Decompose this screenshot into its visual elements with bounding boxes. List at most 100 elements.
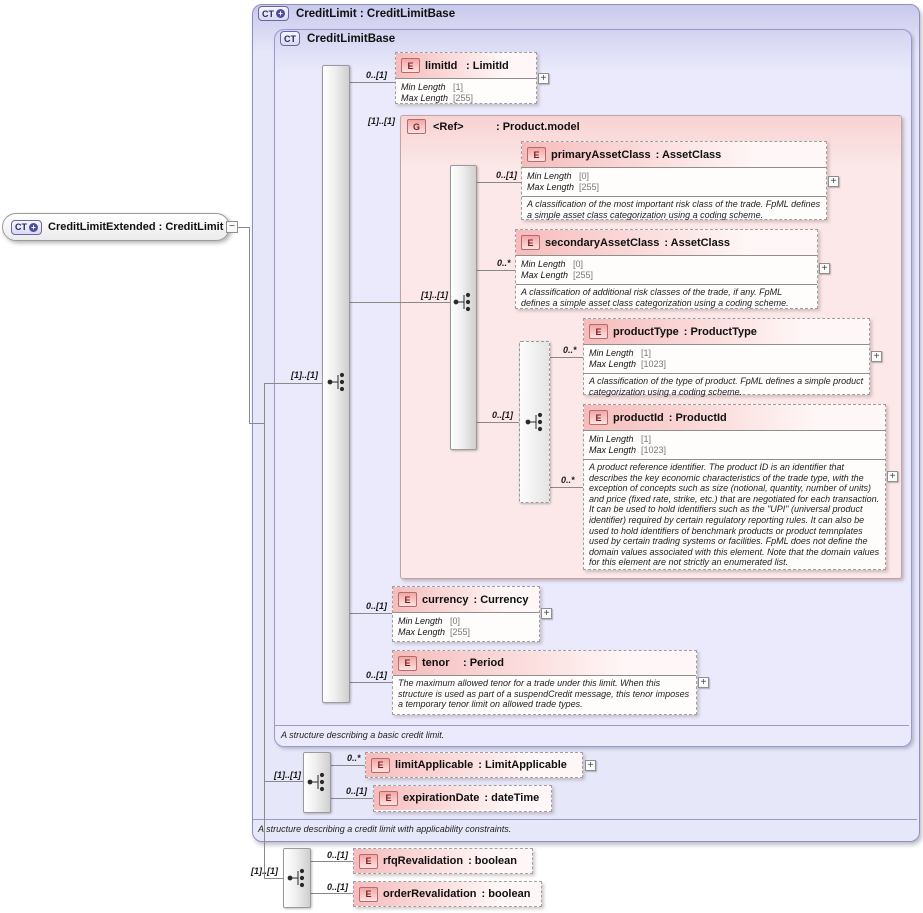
root-element-pill-creditlimitextended[interactable]: CT + CreditLimitExtended : CreditLimit <box>2 213 230 241</box>
element-header: E rfqRevalidation : boolean <box>354 849 532 873</box>
element-box-currency[interactable]: E currency : Currency Min Length[0] Max … <box>392 586 540 642</box>
connector-line <box>310 861 353 862</box>
element-box-producttype[interactable]: E productType : ProductType Min Length[1… <box>583 318 870 397</box>
element-header: E primaryAssetClass : AssetClass <box>522 142 826 167</box>
expand-icon-limitapplicable[interactable]: + <box>585 760 596 771</box>
sequence-icon <box>305 770 329 794</box>
collapse-icon[interactable]: − <box>226 221 238 233</box>
expand-icon-secondaryassetclass[interactable]: + <box>819 263 830 274</box>
element-header: E orderRevalidation : boolean <box>354 882 541 906</box>
cardinality-label: 0..[1] <box>327 882 349 892</box>
element-type: : dateTime <box>484 792 540 804</box>
facets: Min Length[0] Max Length[255] <box>522 167 826 196</box>
facet-label: Max Length <box>589 359 637 369</box>
element-header: E productId : ProductId <box>584 405 885 430</box>
cardinality-label: 0..[1] <box>496 170 518 180</box>
expand-icon-limitid[interactable]: + <box>538 73 549 84</box>
connector-line <box>249 227 250 424</box>
element-name: secondaryAssetClass <box>545 236 660 249</box>
element-box-primaryassetclass[interactable]: E primaryAssetClass : AssetClass Min Len… <box>521 141 827 220</box>
element-box-limitid[interactable]: E limitId : LimitId Min Length[1] Max Le… <box>395 52 537 104</box>
cardinality-label: [1]..[1] <box>368 116 395 126</box>
connector-line <box>350 82 395 83</box>
element-type: : ProductType <box>683 325 757 338</box>
outer-box-title: CreditLimit : CreditLimitBase <box>296 7 456 20</box>
element-icon: E <box>359 853 378 869</box>
facet-value: [0] <box>573 259 584 269</box>
connector-line <box>476 422 519 423</box>
element-header: E productType : ProductType <box>584 319 869 344</box>
element-type: : Currency <box>473 593 529 606</box>
connector-line <box>350 302 452 303</box>
ct-icon-label: CT <box>284 33 296 44</box>
element-annotation: A product reference identifier. The prod… <box>584 459 885 570</box>
facet-label: Max Length <box>401 93 449 103</box>
complextype-extension-icon: CT + <box>258 6 289 21</box>
facet-label: Max Length <box>521 270 569 280</box>
facets: Min Length[1] Max Length[255] <box>396 78 536 107</box>
expand-icon-tenor[interactable]: + <box>698 677 709 688</box>
element-annotation: A classification of the most important r… <box>522 196 826 222</box>
element-type: : LimitApplicable <box>478 759 567 771</box>
facet-value: [255] <box>453 93 474 103</box>
facets: Min Length[1] Max Length[1023] <box>584 344 869 373</box>
element-name: tenor <box>422 657 450 669</box>
element-box-productid[interactable]: E productId : ProductId Min Length[1] Ma… <box>583 404 886 570</box>
group-name: <Ref> <box>433 120 464 133</box>
element-box-expirationdate[interactable]: E expirationDate : dateTime <box>373 785 552 812</box>
connector-line <box>264 781 304 782</box>
ct-icon-label: CT <box>15 222 27 232</box>
group-type: : Product.model <box>496 120 580 133</box>
expand-icon-productid[interactable]: + <box>887 471 898 482</box>
facet-label: Min Length <box>527 171 572 181</box>
facet-label: Min Length <box>521 259 566 269</box>
expand-icon-currency[interactable]: + <box>541 608 552 619</box>
facet-value: [255] <box>573 270 594 280</box>
element-type: : Period <box>463 657 504 669</box>
facet-label: Max Length <box>398 627 446 637</box>
element-header: E limitApplicable : LimitApplicable <box>366 753 582 777</box>
element-box-orderrevalidation[interactable]: E orderRevalidation : boolean <box>353 881 542 907</box>
facet-value: [1023] <box>641 445 667 455</box>
cardinality-label: 0..* <box>563 345 577 355</box>
element-name: limitId <box>425 59 458 72</box>
element-box-secondaryassetclass[interactable]: E secondaryAssetClass : AssetClass Min L… <box>515 229 818 309</box>
complextype-icon: CT <box>280 31 300 46</box>
element-icon: E <box>521 235 540 250</box>
facet-value: [255] <box>450 627 471 637</box>
inner-annotation-separator <box>275 725 909 726</box>
cardinality-label: 0..[1] <box>327 850 349 860</box>
facet-value: [255] <box>579 182 600 192</box>
element-type: : AssetClass <box>664 236 730 249</box>
outer-box-header: CT + CreditLimit : CreditLimitBase <box>258 6 455 21</box>
element-icon: E <box>398 592 417 607</box>
element-header: E secondaryAssetClass : AssetClass <box>516 230 817 255</box>
cardinality-label: 0..[1] <box>366 601 388 611</box>
facet-value: [0] <box>450 616 461 626</box>
element-box-tenor[interactable]: E tenor : Period The maximum allowed ten… <box>392 650 697 715</box>
ct-icon-label: CT <box>262 8 274 19</box>
cardinality-label: 0..[1] <box>492 410 514 420</box>
element-annotation: A classification of additional risk clas… <box>516 284 817 310</box>
expand-icon-producttype[interactable]: + <box>871 351 882 362</box>
connector-line <box>264 383 322 384</box>
connector-line <box>476 182 521 183</box>
sequence-icon <box>523 410 547 434</box>
cardinality-label: 0..[1] <box>366 670 388 680</box>
element-box-limitapplicable[interactable]: E limitApplicable : LimitApplicable <box>365 752 583 778</box>
expand-icon-primaryassetclass[interactable]: + <box>828 176 839 187</box>
cardinality-label: [1]..[1] <box>291 370 318 380</box>
cardinality-label: [1]..[1] <box>421 290 448 300</box>
facets: Min Length[0] Max Length[255] <box>393 612 539 641</box>
element-icon: E <box>527 147 546 162</box>
element-box-rfqrevalidation[interactable]: E rfqRevalidation : boolean <box>353 848 533 874</box>
connector-line <box>549 357 583 358</box>
connector-line <box>350 682 393 683</box>
facet-label: Min Length <box>401 82 446 92</box>
element-name: currency <box>422 593 469 606</box>
element-type: : AssetClass <box>655 148 722 161</box>
facet-value: [1023] <box>641 359 667 369</box>
facets: Min Length[1] Max Length[1023] <box>584 430 885 459</box>
sequence-icon <box>325 370 349 394</box>
